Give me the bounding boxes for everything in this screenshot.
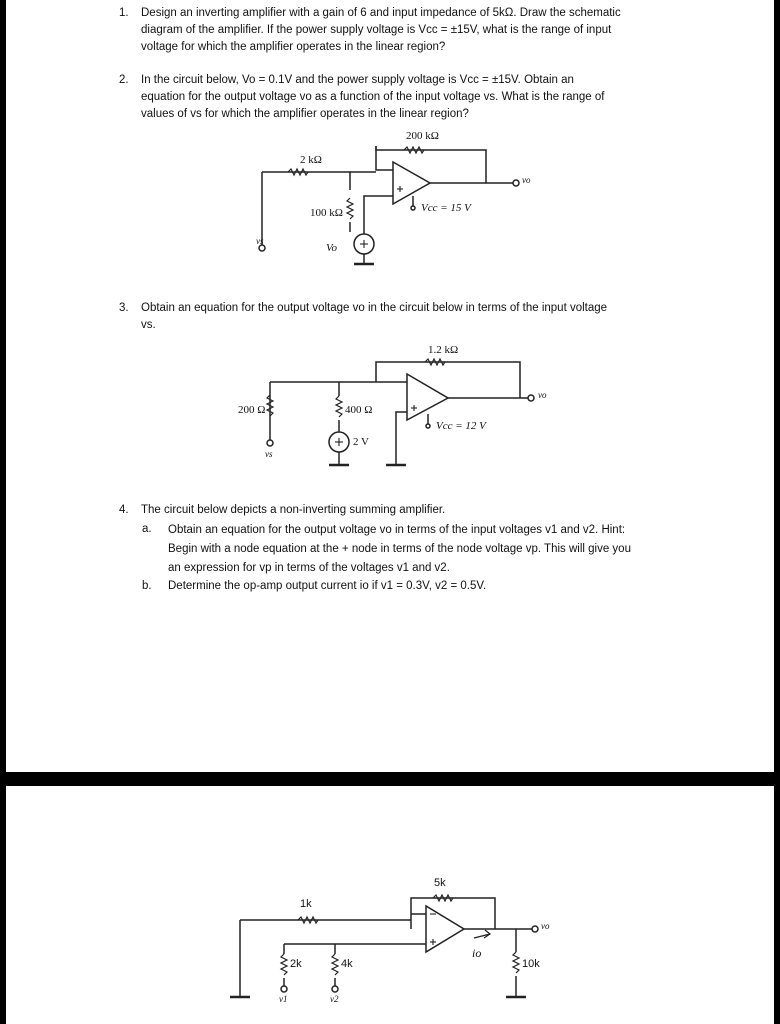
subquestion-label: b. [142, 580, 152, 592]
question-text-line: The circuit below depicts a non-invertin… [141, 504, 446, 516]
feedback-resistor-label: 1.2 kΩ [428, 344, 459, 356]
input-resistor-label: 1k [300, 898, 312, 910]
v2-input-label: v2 [330, 994, 339, 1004]
shunt-resistor-label: 100 kΩ [310, 207, 343, 219]
circuit-diagram-3: 1.2 kΩ 200 Ω 400 Ω 2 V Vcc = 12 V vs vo [6, 0, 774, 480]
output-voltage-label: vo [541, 921, 550, 931]
question-text-line: Begin with a node equation at the + node… [168, 543, 631, 555]
question-number: 4. [119, 504, 129, 516]
v1-input-label: v1 [279, 994, 288, 1004]
worksheet-page-2: 5k 1k 2k 4k 10k io v1 v2 vo [6, 786, 774, 1024]
v2-resistor-label: 4k [341, 958, 353, 970]
feedback-resistor-label: 200 kΩ [406, 130, 439, 142]
load-resistor-label: 10k [522, 958, 540, 970]
question-text-line: diagram of the amplifier. If the power s… [141, 24, 612, 36]
source-voltage-label: 2 V [353, 436, 369, 448]
source-voltage-label: Vo [326, 242, 337, 254]
supply-voltage-label: Vcc = 12 V [436, 420, 486, 432]
question-text-line: Obtain an equation for the output voltag… [141, 302, 608, 314]
subquestion-label: a. [142, 523, 152, 535]
question-text-line: equation for the output voltage vo as a … [141, 91, 605, 103]
circuit-diagram-2: 200 kΩ 2 kΩ 100 kΩ Vcc = 15 V Vo vs vo [6, 0, 774, 300]
input-voltage-label: vs [256, 236, 264, 246]
supply-voltage-label: Vcc = 15 V [421, 202, 471, 214]
question-text-line: Obtain an equation for the output voltag… [168, 524, 626, 536]
worksheet-page-1: 1. Design an inverting amplifier with a … [6, 0, 774, 772]
input-voltage-label: vs [265, 449, 273, 459]
circuit-diagram-4: 5k 1k 2k 4k 10k io v1 v2 vo [6, 786, 774, 1024]
output-voltage-label: vo [538, 390, 547, 400]
input-resistor-label: 2 kΩ [300, 154, 322, 166]
question-text-line: Determine the op-amp output current io i… [168, 580, 487, 592]
question-text-line: values of vs for which the amplifier ope… [141, 108, 469, 120]
output-voltage-label: vo [522, 175, 531, 185]
question-text-line: an expression for vp in terms of the vol… [168, 562, 450, 574]
question-text-line: In the circuit below, Vo = 0.1V and the … [141, 74, 574, 86]
v1-resistor-label: 2k [290, 958, 302, 970]
input-resistor-label: 200 Ω [238, 404, 266, 416]
question-text-line: Design an inverting amplifier with a gai… [141, 7, 621, 19]
question-text-line: voltage for which the amplifier operates… [141, 41, 446, 53]
question-number: 3. [119, 302, 129, 314]
feedback-resistor-label: 5k [434, 877, 446, 889]
shunt-resistor-label: 400 Ω [345, 404, 373, 416]
output-current-label: io [472, 946, 482, 960]
question-number: 1. [119, 7, 129, 19]
question-number: 2. [119, 74, 129, 86]
question-text-line: vs. [141, 319, 156, 331]
